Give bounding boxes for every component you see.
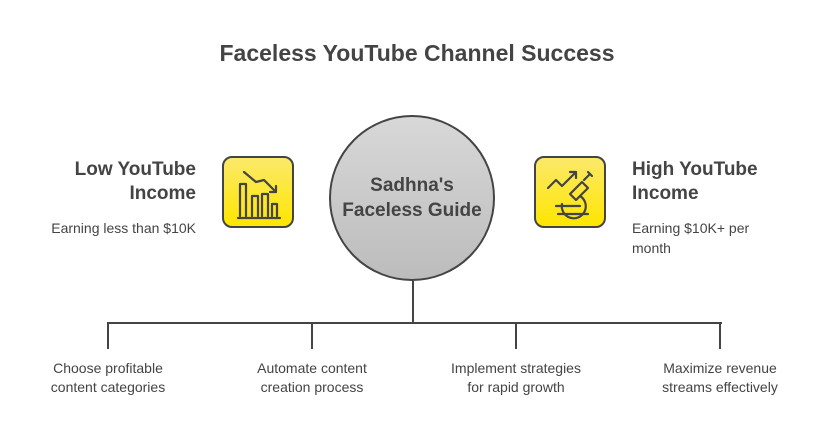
step-label: Maximize revenue streams effectively xyxy=(630,359,810,397)
connector-drop xyxy=(515,322,517,349)
step-label: Choose profitable content categories xyxy=(18,359,198,397)
connector-trunk xyxy=(412,281,414,324)
heading-line: Income xyxy=(129,183,196,204)
step-line: creation process xyxy=(260,379,364,395)
diagram-title: Faceless YouTube Channel Success xyxy=(219,40,615,66)
step-line: Automate content xyxy=(257,360,367,376)
desc-line: Earning $10K+ per xyxy=(632,220,750,236)
heading-line: High YouTube xyxy=(632,159,758,180)
high-income-desc: Earning $10K+ per month xyxy=(632,218,749,258)
connector-drop xyxy=(311,322,313,349)
declining-chart-icon xyxy=(222,156,294,228)
connector-bar xyxy=(107,322,722,324)
connector-drop xyxy=(107,322,109,349)
connector-drop xyxy=(719,322,721,349)
step-label: Implement strategies for rapid growth xyxy=(426,359,606,397)
step-line: Choose profitable xyxy=(53,360,163,376)
desc-line: month xyxy=(632,240,671,256)
step-line: Implement strategies xyxy=(451,360,581,376)
heading-line: Low YouTube xyxy=(74,159,196,180)
step-label: Automate content creation process xyxy=(222,359,402,397)
center-line: Faceless Guide xyxy=(342,200,482,221)
step-line: Maximize revenue xyxy=(663,360,777,376)
center-line: Sadhna's xyxy=(370,175,454,196)
growth-microscope-icon xyxy=(534,156,606,228)
step-line: content categories xyxy=(50,379,166,395)
low-income-desc: Earning less than $10K xyxy=(51,220,196,236)
step-line: for rapid growth xyxy=(467,379,565,395)
heading-line: Income xyxy=(632,183,699,204)
step-line: streams effectively xyxy=(662,379,778,395)
